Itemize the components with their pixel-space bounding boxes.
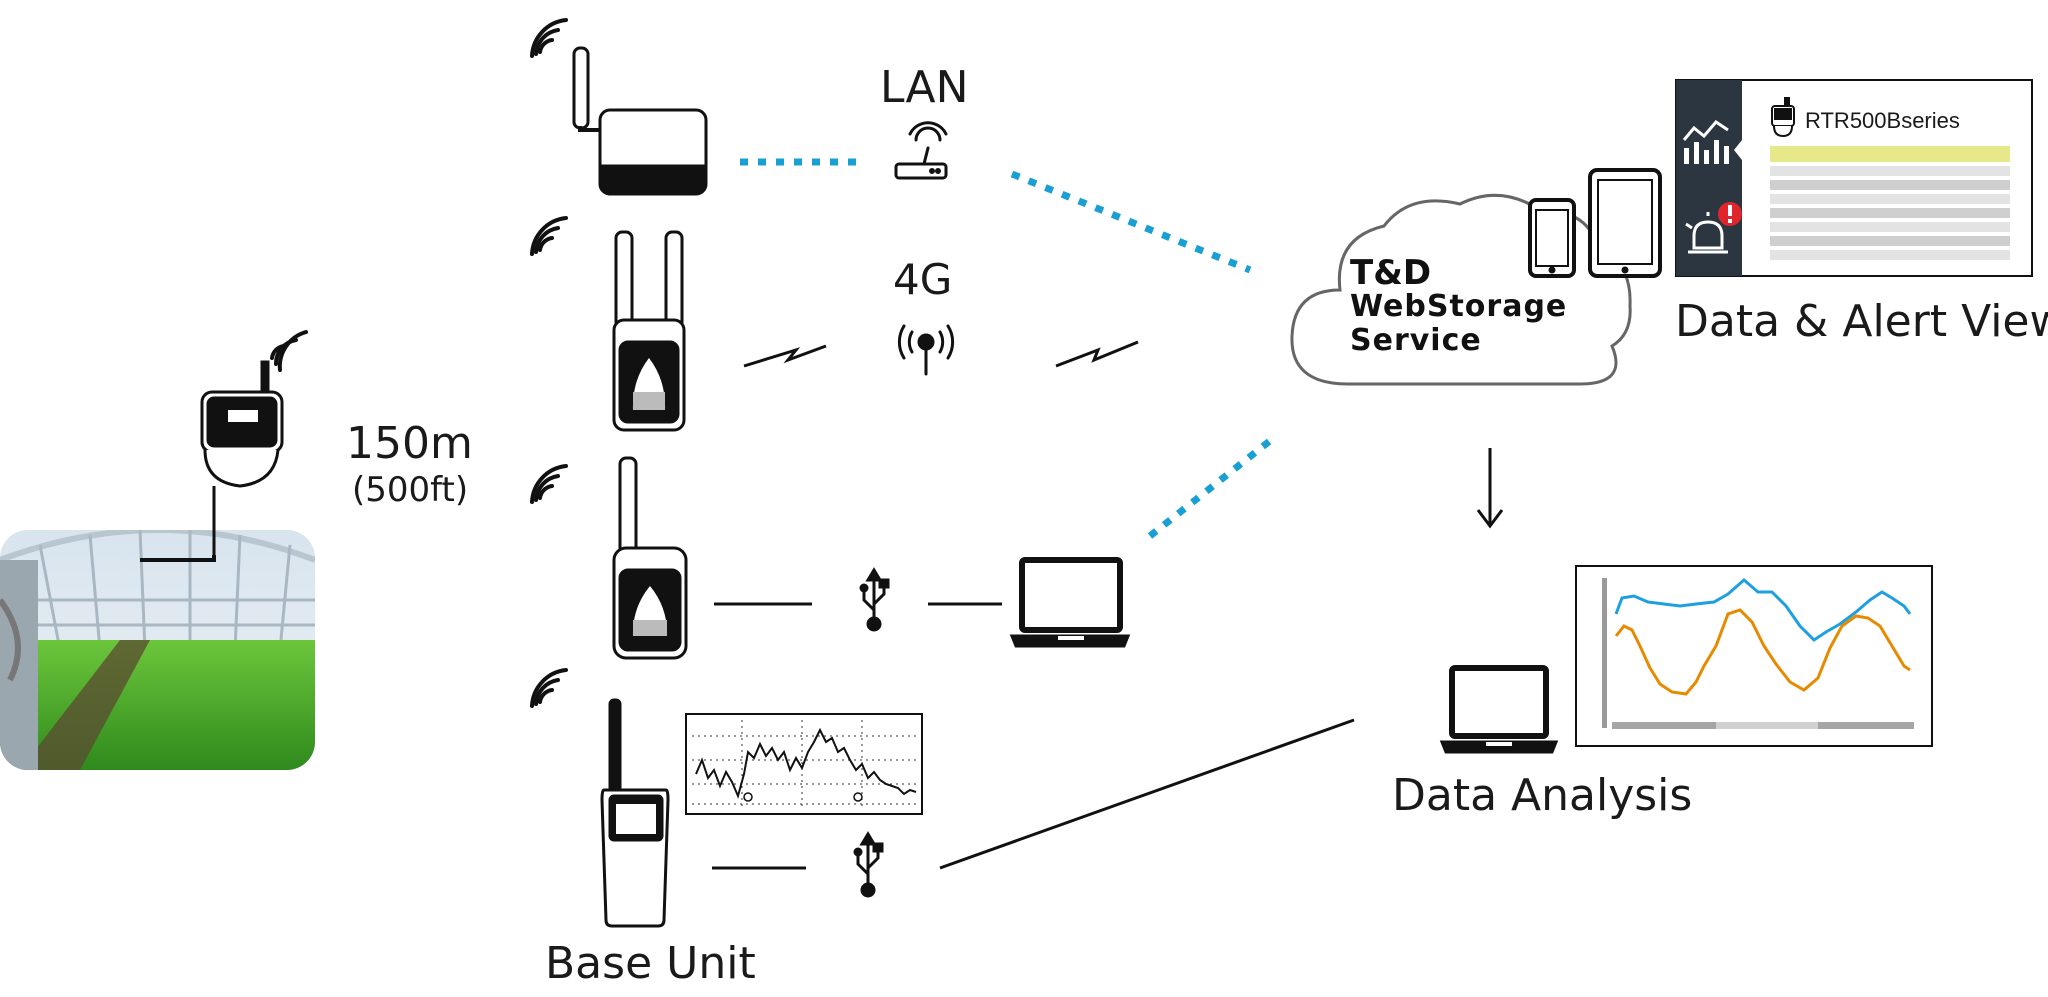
wifi-signal-icon <box>530 216 568 256</box>
usb-icon <box>853 831 884 898</box>
4g-base-unit <box>612 230 686 432</box>
laptop-icon <box>1439 665 1559 754</box>
handheld-base-unit <box>600 698 670 928</box>
tablet-icon <box>1588 168 1662 278</box>
alert-dashboard <box>1675 79 2033 277</box>
dashboard-title: RTR500Bseries <box>1805 108 1960 133</box>
distance-label: 150m <box>346 418 473 469</box>
bar-chart-icon <box>1682 120 1729 164</box>
alarm-icon <box>1685 212 1728 254</box>
usb-icon <box>859 567 890 632</box>
wifi-signal-icon <box>530 464 568 504</box>
usb-base-unit <box>612 456 688 660</box>
wifi-signal-icon <box>530 18 568 58</box>
cloud-label-line1: T&D <box>1350 253 1432 293</box>
wifi-signal-icon <box>530 668 568 708</box>
analysis-graph <box>1575 565 1933 747</box>
4g-link <box>743 340 1139 368</box>
base-unit-label: Base Unit <box>545 938 756 989</box>
pc-cloud-link <box>1147 433 1279 539</box>
alert-view-label: Data & Alert View <box>1675 296 2048 347</box>
data-analysis-label: Data Analysis <box>1392 770 1693 821</box>
cell-antenna-icon <box>897 324 955 376</box>
greenhouse-photo <box>0 530 315 770</box>
cloud-service-label: T&D WebStorage Service <box>1350 256 1567 358</box>
distance-feet-label: (500ft) <box>352 470 469 510</box>
wan-link <box>1010 170 1252 274</box>
logger-thumbnail-icon <box>1771 97 1795 138</box>
cloud-label-line2: WebStorage <box>1350 289 1568 324</box>
handheld-usb-link <box>712 718 1355 870</box>
wireless-sensor-logger <box>140 360 284 562</box>
down-arrow-icon <box>1476 448 1504 529</box>
router-icon <box>894 121 948 180</box>
wifi-signal-icon <box>270 330 308 372</box>
alert-badge-icon <box>1718 202 1742 226</box>
lcd-graph-display <box>685 713 923 815</box>
smartphone-icon <box>1528 198 1576 278</box>
lan-label: LAN <box>880 62 969 113</box>
laptop-icon <box>1009 557 1131 648</box>
4g-label: 4G <box>893 255 953 304</box>
cloud-label-line3: Service <box>1350 323 1482 358</box>
lan-base-unit <box>572 46 708 196</box>
